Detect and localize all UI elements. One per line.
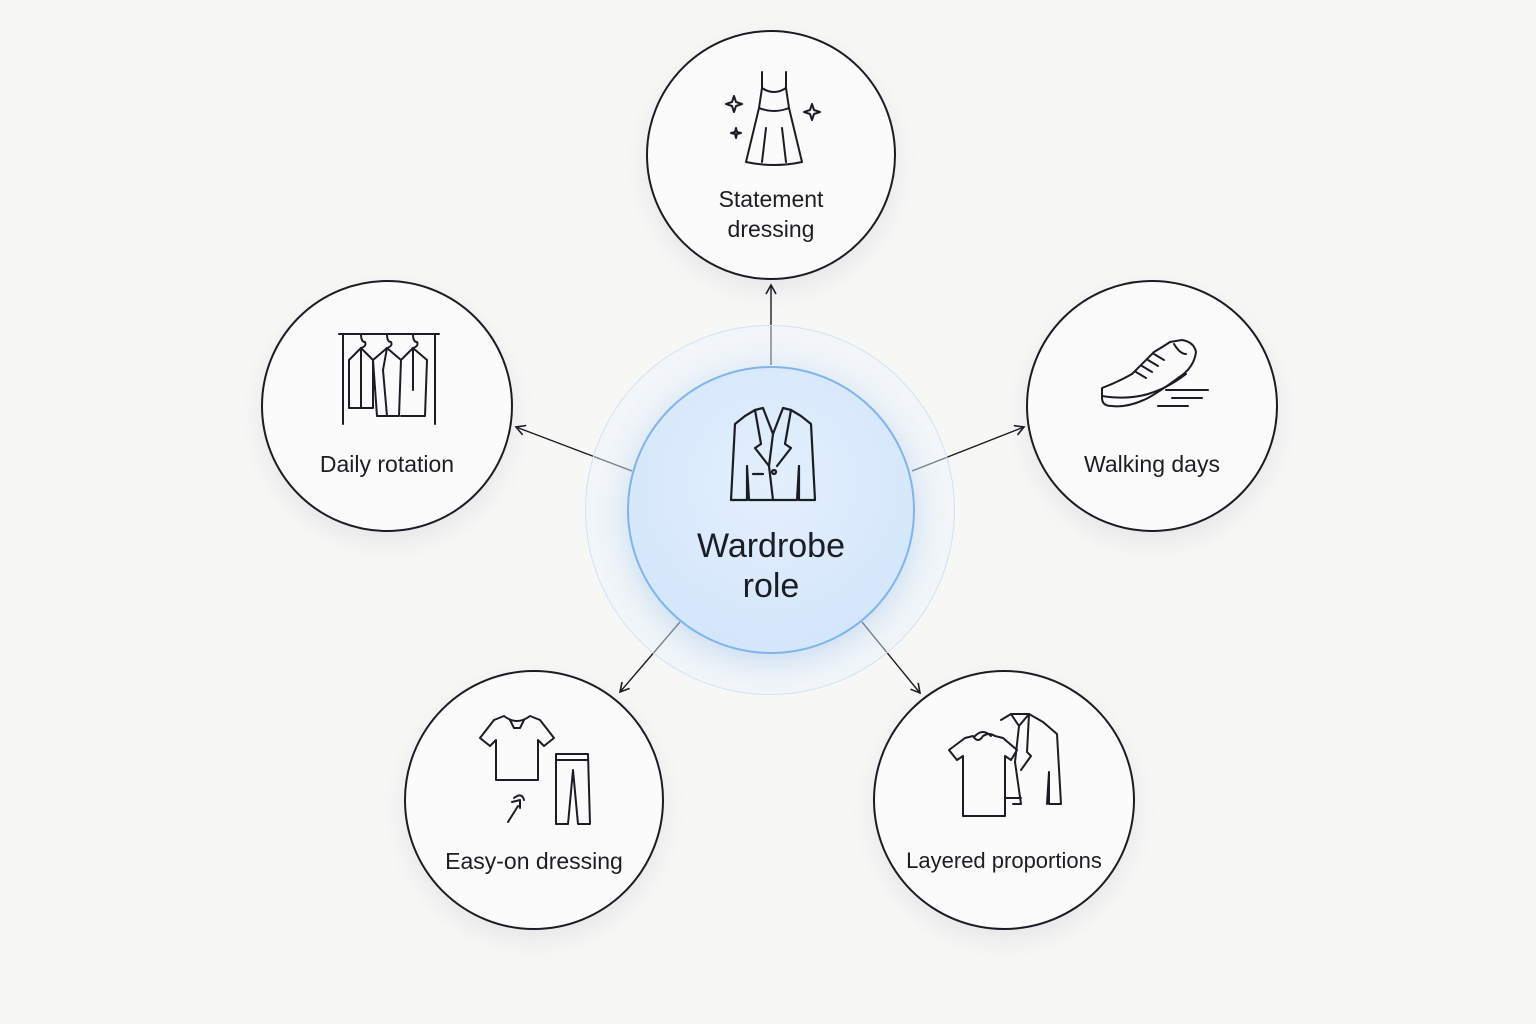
tshirt-pants-icon xyxy=(479,715,591,825)
statement-label-line2: dressing xyxy=(727,216,815,242)
node-layered-label: Layered proportions xyxy=(906,848,1102,873)
node-walking-label: Walking days xyxy=(1084,451,1220,477)
layered-jacket-icon xyxy=(948,713,1062,817)
node-daily-label: Daily rotation xyxy=(319,451,455,477)
node-easy-on-label: Easy-on dressing xyxy=(445,848,623,874)
node-statement-dressing[interactable]: Statement dressing xyxy=(646,30,896,280)
center-node-wardrobe-role[interactable]: Wardrobe role xyxy=(627,366,915,654)
center-label-line1: Wardrobe xyxy=(696,527,846,565)
node-daily-rotation[interactable]: Daily rotation xyxy=(261,280,513,532)
node-easy-on-dressing[interactable]: Easy-on dressing xyxy=(404,670,664,930)
blazer-icon xyxy=(729,406,817,502)
center-label-line2: role xyxy=(742,567,800,605)
node-layered-proportions[interactable]: Layered proportions xyxy=(873,670,1135,930)
clothes-rack-icon xyxy=(338,333,440,425)
sneaker-icon xyxy=(1101,339,1209,408)
statement-label-line1: Statement xyxy=(718,186,824,212)
dress-sparkle-icon xyxy=(725,71,821,166)
node-walking-days[interactable]: Walking days xyxy=(1026,280,1278,532)
center-label: Wardrobe role xyxy=(629,526,913,606)
node-statement-label: Statement dressing xyxy=(648,184,894,244)
